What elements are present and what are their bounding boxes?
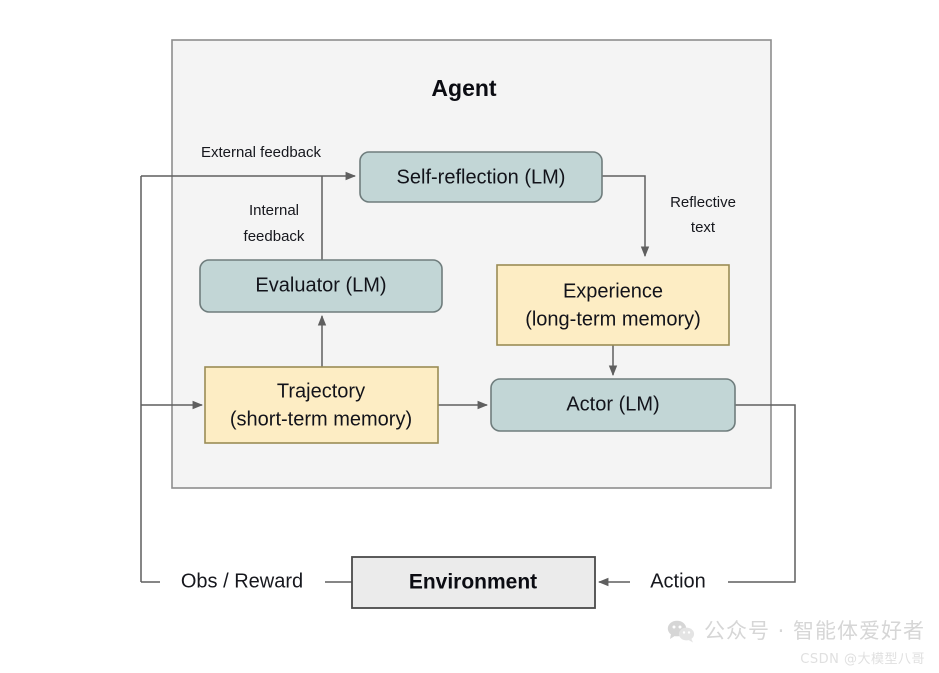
node-trajectory[interactable] bbox=[204, 366, 439, 444]
node-experience-label-line1: Experience bbox=[563, 280, 663, 302]
node-experience[interactable] bbox=[496, 264, 730, 346]
node-environment[interactable] bbox=[351, 556, 596, 609]
node-self-reflection[interactable] bbox=[359, 151, 603, 203]
node-experience-label-line2: (long-term memory) bbox=[525, 308, 701, 330]
label-action: Action bbox=[650, 570, 706, 592]
edge-reflective-text bbox=[602, 175, 650, 258]
label-internal-feedback-line2: feedback bbox=[244, 228, 305, 245]
node-self-reflection-label: Self-reflection (LM) bbox=[397, 166, 566, 188]
node-evaluator-label: Evaluator (LM) bbox=[255, 274, 386, 296]
node-trajectory-label-line2: (short-term memory) bbox=[230, 408, 412, 430]
node-evaluator[interactable] bbox=[199, 259, 443, 313]
label-internal-feedback-line1: Internal bbox=[249, 202, 299, 219]
watermark: 公众号 · 智能体爱好者 CSDN @大模型八哥 bbox=[667, 619, 925, 667]
label-obs-reward: Obs / Reward bbox=[181, 570, 303, 592]
edge-actor-to-action-bus bbox=[728, 404, 796, 583]
node-actor-label: Actor (LM) bbox=[566, 393, 659, 415]
wechat-icon bbox=[667, 620, 695, 643]
watermark-main-text: 公众号 · 智能体爱好者 bbox=[703, 618, 925, 643]
agent-title: Agent bbox=[431, 75, 497, 101]
label-reflective-text-line2: text bbox=[691, 219, 716, 236]
node-trajectory-label-line1: Trajectory bbox=[277, 380, 365, 402]
node-actor[interactable] bbox=[490, 378, 736, 432]
watermark-sub-text: CSDN @大模型八哥 bbox=[800, 652, 925, 667]
node-environment-label: Environment bbox=[409, 571, 537, 594]
label-external-feedback: External feedback bbox=[201, 144, 322, 161]
watermark-main-row: 公众号 · 智能体爱好者 bbox=[667, 619, 925, 643]
label-reflective-text-line1: Reflective bbox=[670, 194, 736, 211]
